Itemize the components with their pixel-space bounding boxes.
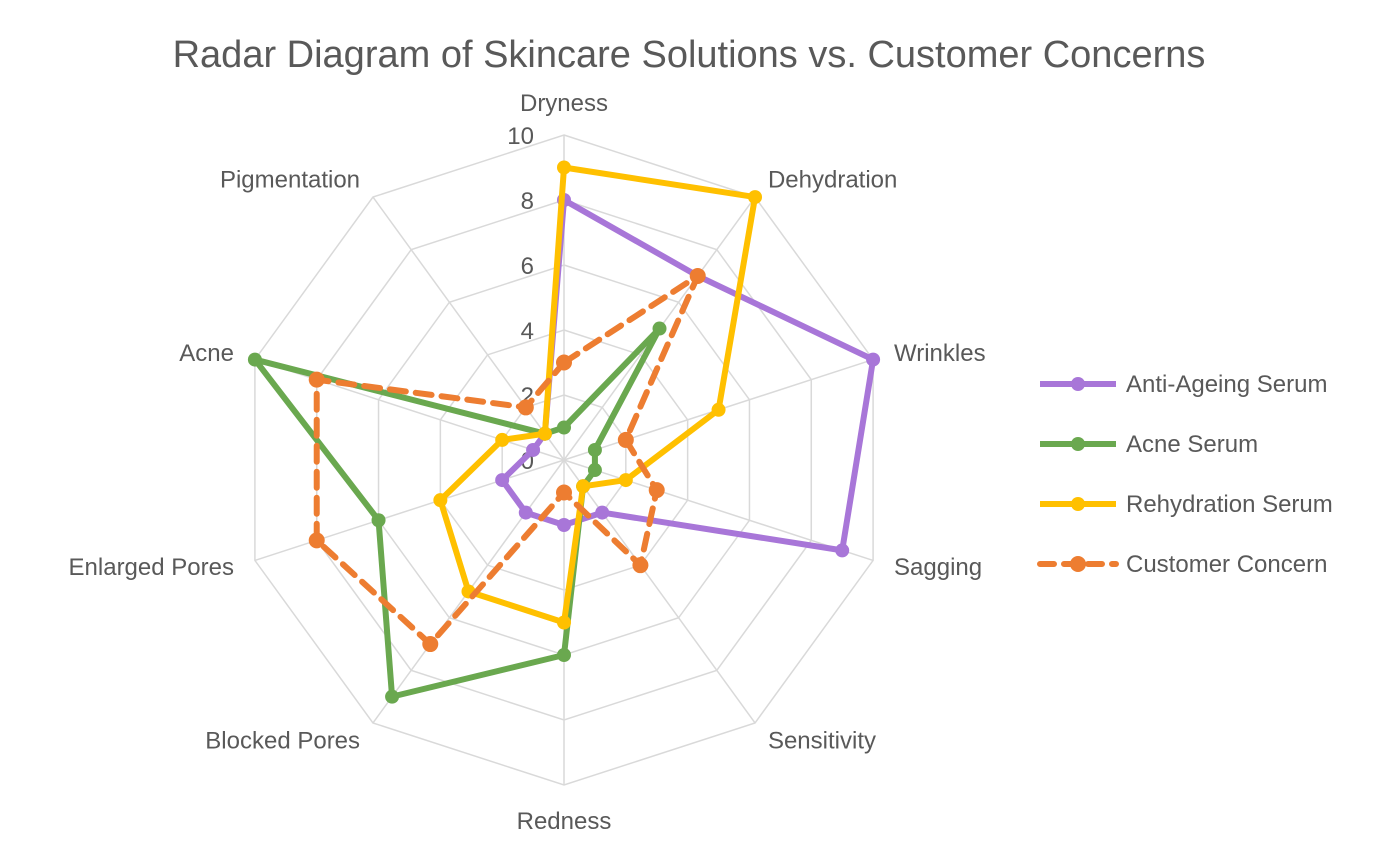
series-point (652, 321, 667, 336)
series-line (313, 272, 701, 648)
legend-item: Customer Concern (1037, 551, 1327, 578)
series-point (422, 636, 439, 653)
series-3 (308, 267, 706, 653)
series-point (689, 267, 706, 284)
series-point (595, 505, 610, 520)
legend-label: Rehydration Serum (1126, 491, 1333, 518)
legend-swatch-marker (1070, 556, 1086, 572)
grid-spoke (563, 459, 874, 562)
grid-spoke (563, 459, 756, 724)
series-point (518, 505, 533, 520)
series-point (371, 513, 386, 528)
tick-label: 6 (521, 253, 534, 280)
series-point (835, 543, 850, 558)
legend-item: Acne Serum (1040, 431, 1258, 458)
series-point (748, 190, 763, 205)
series-point (711, 402, 726, 417)
series-point (537, 426, 552, 441)
legend-label: Anti-Ageing Serum (1126, 371, 1327, 398)
category-label: Enlarged Pores (69, 554, 234, 581)
series-layer (247, 160, 881, 704)
legend-item: Anti-Ageing Serum (1040, 371, 1327, 398)
chart-title: Radar Diagram of Skincare Solutions vs. … (173, 34, 1206, 76)
series-point (308, 371, 325, 388)
grid-spoke (254, 459, 565, 562)
category-label: Redness (517, 808, 612, 835)
tick-label: 10 (507, 123, 534, 150)
legend-label: Acne Serum (1126, 431, 1258, 458)
category-label: Wrinkles (894, 340, 986, 367)
series-point (576, 479, 591, 494)
legend-swatch-marker (1071, 377, 1085, 391)
legend-label: Customer Concern (1126, 551, 1327, 578)
category-label: Blocked Pores (205, 728, 360, 755)
series-point (495, 473, 510, 488)
series-point (556, 354, 572, 371)
series-point (495, 432, 510, 447)
series-point (556, 484, 572, 501)
series-point (526, 442, 541, 457)
series-point (517, 399, 534, 416)
category-label: Dryness (520, 90, 608, 117)
category-label: Sagging (894, 554, 982, 581)
series-point (632, 557, 649, 574)
legend-item: Rehydration Serum (1040, 491, 1333, 518)
series-point (247, 352, 262, 367)
category-label: Acne (179, 340, 234, 367)
series-point (557, 615, 571, 630)
series-point (557, 648, 571, 662)
series-point (617, 431, 634, 448)
category-labels: DrynessDehydrationWrinklesSaggingSensiti… (69, 90, 986, 835)
series-point (618, 473, 633, 488)
grid-spoke (254, 358, 565, 461)
category-label: Dehydration (768, 166, 897, 193)
series-point (587, 442, 602, 457)
series-point (557, 420, 571, 435)
series-point (587, 463, 602, 478)
category-label: Pigmentation (220, 166, 360, 193)
series-point (557, 160, 571, 175)
category-label: Sensitivity (768, 728, 876, 755)
series-point (433, 493, 448, 508)
grid-spoke (372, 196, 565, 461)
series-point (557, 518, 571, 532)
series-point (648, 482, 665, 499)
series-point (866, 352, 881, 367)
series-point (308, 532, 325, 549)
tick-label: 4 (521, 318, 534, 345)
series-point (385, 689, 400, 704)
legend-swatch-marker (1071, 437, 1085, 451)
series-2 (433, 160, 763, 630)
legend-swatch-marker (1071, 497, 1085, 511)
tick-label: 8 (521, 188, 534, 215)
